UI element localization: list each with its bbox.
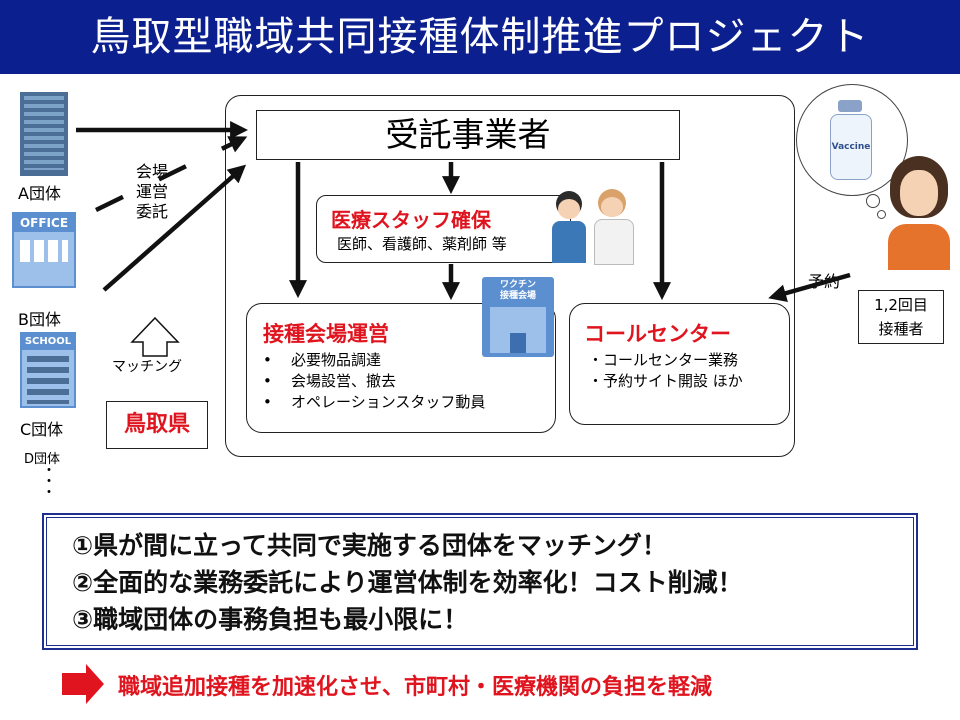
prefecture-label: 鳥取県 [123, 412, 190, 437]
commission-label-line: 委託 [136, 202, 169, 221]
list-item: オペレーションスタッフ動員 [261, 392, 485, 413]
list-item: コールセンター業務 [588, 350, 743, 371]
callcenter-box: コールセンター コールセンター業務 予約サイト開設 ほか [569, 303, 790, 425]
summary-line: ②全面的な業務委託により運営体制を効率化！コスト削減！ [72, 568, 743, 597]
commission-label-line: 運営 [136, 182, 169, 201]
staff-desc: 医師、看護師、薬剤師 等 [337, 235, 507, 253]
list-item: 必要物品調達 [261, 350, 485, 371]
venue-sign-line: ワクチン [499, 280, 536, 290]
contractor-label: 受託事業者 [385, 115, 551, 154]
vaccine-vial-icon: Vaccine [826, 100, 874, 180]
callcenter-list: コールセンター業務 予約サイト開設 ほか [588, 350, 743, 392]
arrow-b-to-contractor [95, 136, 248, 213]
building-a-icon [20, 92, 68, 176]
staff-box: 医療スタッフ確保 医師、看護師、薬剤師 等 [316, 195, 571, 263]
commission-label-line: 会場 [136, 162, 169, 181]
commission-label: 会場 運営 委託 [136, 162, 168, 222]
matching-label: マッチング [112, 359, 182, 375]
group-a-label: A団体 [18, 184, 61, 203]
vaccination-venue-icon: ワクチン 接種会場 [482, 277, 554, 357]
prefecture-box: 鳥取県 [106, 401, 208, 449]
person-thinking-icon [880, 150, 956, 272]
list-item: 会場設営、撤去 [261, 371, 485, 392]
venue-list: 必要物品調達 会場設営、撤去 オペレーションスタッフ動員 [261, 350, 485, 413]
summary-box: ①県が間に立って共同で実施する団体をマッチング！ ②全面的な業務委託により運営体… [42, 513, 918, 650]
group-d-label: D団体 [24, 452, 61, 467]
conclusion-arrow-icon [62, 664, 104, 704]
vaccine-label: Vaccine [831, 142, 871, 152]
group-b-label: B団体 [18, 310, 61, 329]
summary-line: ①県が間に立って共同で実施する団体をマッチング！ [72, 531, 667, 560]
staff-title: 医療スタッフ確保 [331, 208, 491, 232]
contractor-box: 受託事業者 [256, 110, 680, 160]
school-sign: SCHOOL [22, 334, 74, 350]
venue-sign-line: 接種会場 [499, 291, 536, 301]
building-b-icon: OFFICE [12, 212, 76, 288]
office-sign: OFFICE [14, 214, 74, 232]
building-c-icon: SCHOOL [20, 332, 76, 408]
recipient-line: 1,2回目 [874, 296, 928, 314]
more-groups-ellipsis: ・・・ [42, 463, 56, 501]
recipient-box: 1,2回目 接種者 [858, 290, 944, 344]
matching-up-arrow [130, 316, 180, 357]
callcenter-title: コールセンター [584, 322, 731, 346]
venue-title: 接種会場運営 [263, 322, 389, 346]
conclusion-text: 職域追加接種を加速化させ、市町村・医療機関の負担を軽減 [118, 675, 713, 700]
bubble-dot [877, 210, 886, 219]
recipient-line: 接種者 [878, 320, 924, 338]
page-title: 鳥取型職域共同接種体制推進プロジェクト [0, 0, 960, 74]
summary-line: ③職域団体の事務負担も最小限に！ [72, 605, 469, 634]
list-item: 予約サイト開設 ほか [588, 371, 743, 392]
arrow-reservation [768, 272, 851, 302]
group-c-label: C団体 [20, 420, 64, 439]
vaccination-scene-icon [548, 185, 638, 265]
arrow-c-to-contractor [102, 164, 247, 292]
bubble-dot [866, 194, 880, 208]
